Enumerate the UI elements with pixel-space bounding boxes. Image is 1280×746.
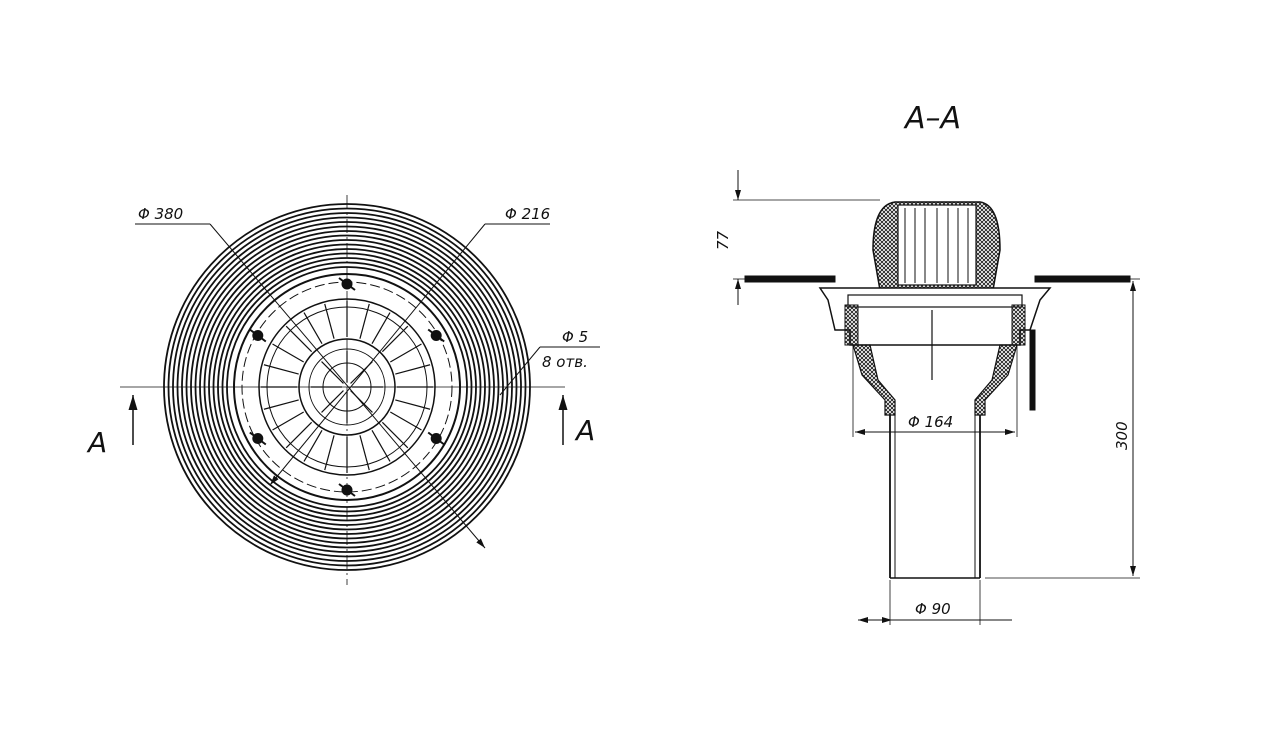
grate-rib <box>303 312 323 344</box>
section-mark-right: A <box>574 414 595 447</box>
dim-total-height: 300 <box>1113 421 1131 450</box>
section-view <box>733 170 1140 625</box>
dim-top-height: 77 <box>714 230 732 250</box>
grate-rib <box>272 411 304 431</box>
grate-rib <box>390 343 422 363</box>
bolt-wing <box>249 328 267 343</box>
grate-rib <box>285 421 313 449</box>
grate-rib <box>285 325 313 353</box>
grate-rib <box>263 399 299 410</box>
grate-rib <box>303 430 323 462</box>
grate-rib <box>324 435 335 471</box>
holes-count-note: 8 отв. <box>542 353 588 371</box>
grate-rib <box>321 361 344 384</box>
bolt-wing <box>249 431 267 446</box>
bolt-wing <box>338 277 356 291</box>
dim-pipe-diameter: Φ 90 <box>915 600 951 618</box>
plan-view <box>120 195 600 585</box>
grate-rib <box>263 364 299 375</box>
grate-rib <box>395 364 431 375</box>
section-title: A–A <box>903 101 961 136</box>
bolt-wing <box>427 328 445 343</box>
grate-rib <box>272 343 304 363</box>
clamp-bolts <box>249 277 445 497</box>
section-mark-left: A <box>86 426 107 459</box>
grate-rib <box>321 390 344 413</box>
dim-hole-diameter: Φ 5 <box>562 328 588 346</box>
grate-rib <box>395 399 431 410</box>
grate-rib <box>371 312 391 344</box>
grate-rib <box>371 430 391 462</box>
grate-rib <box>324 303 335 339</box>
grate-rib <box>381 421 409 449</box>
grate-rib <box>359 435 370 471</box>
dim-outer-diameter: Φ 380 <box>138 205 183 223</box>
dim-inner-diameter: Φ 216 <box>505 205 550 223</box>
bolt-wing <box>427 431 445 446</box>
grate-rib <box>381 325 409 353</box>
grate-rib <box>359 303 370 339</box>
dim-body-diameter: Φ 164 <box>908 413 953 431</box>
grate-rib <box>390 411 422 431</box>
